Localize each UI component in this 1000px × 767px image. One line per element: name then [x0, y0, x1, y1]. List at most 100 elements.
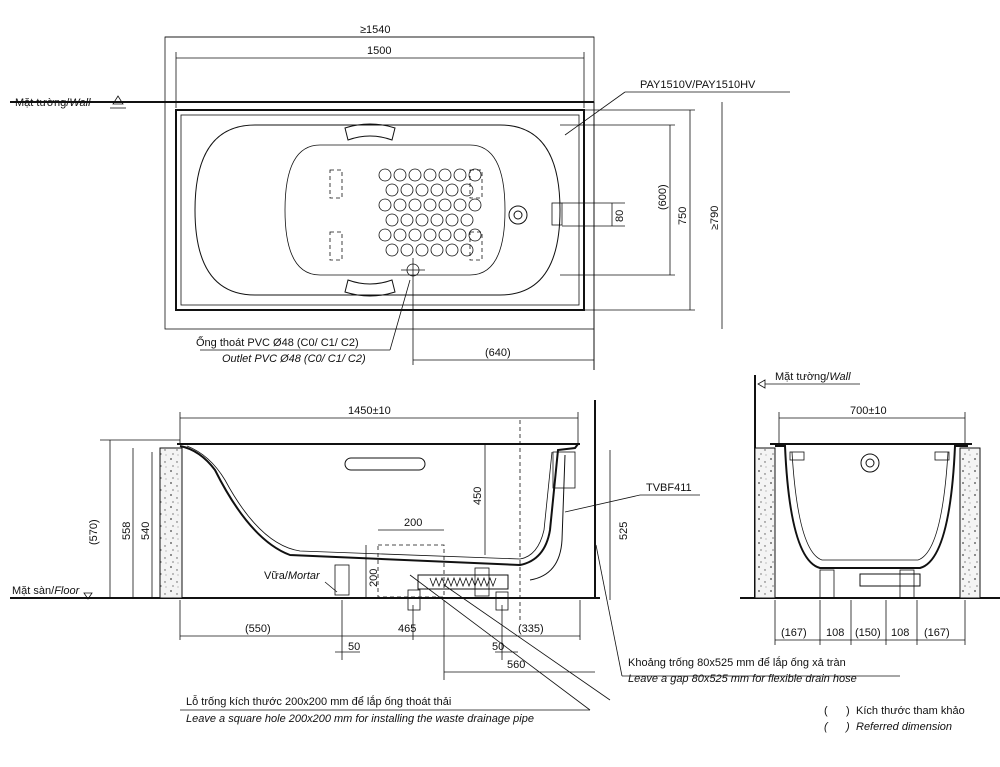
- anti-slip-dot: [445, 183, 459, 197]
- anti-slip-dot: [453, 168, 467, 182]
- dim-200-left: 200: [368, 569, 380, 587]
- wall-label-top: Mặt tường/Wall: [15, 97, 91, 109]
- overflow-icon-end: [860, 453, 880, 473]
- anti-slip-dot: [385, 183, 399, 197]
- mortar-label: Vữa/Mortar: [264, 570, 321, 582]
- dim-167-left: (167): [781, 627, 807, 639]
- anti-slip-dot: [460, 243, 474, 257]
- anti-slip-dot: [408, 168, 422, 182]
- grip-top: [344, 123, 396, 141]
- anti-slip-dot: [423, 198, 437, 212]
- model-label: PAY1510V/PAY1510HV: [640, 79, 756, 91]
- dim-167-right: (167): [924, 627, 950, 639]
- anti-slip-dot: [468, 198, 482, 212]
- anti-slip-dot: [423, 228, 437, 242]
- dim-558: 558: [121, 522, 133, 540]
- anti-slip-dot: [468, 228, 482, 242]
- anti-slip-dot: [445, 213, 459, 227]
- plan-view: ≥1540 1500 PAY1510V/PAY1510HV (600) 750 …: [10, 24, 790, 370]
- dim-108-right: 108: [891, 627, 909, 639]
- anti-slip-dot: [438, 168, 452, 182]
- anti-slip-dot: [430, 183, 444, 197]
- anti-slip-dot: [453, 198, 467, 212]
- anti-slip-dot: [408, 198, 422, 212]
- tvbf-label: TVBF411: [646, 482, 692, 494]
- tub-body-end: [775, 445, 968, 569]
- dim-108-left: 108: [826, 627, 844, 639]
- ref-paren-close-2: ): [844, 721, 850, 733]
- dim-80: 80: [614, 210, 626, 222]
- dim-335: (335): [518, 623, 544, 635]
- dim-465: 465: [398, 623, 416, 635]
- support-block-left: [159, 447, 183, 599]
- ref-paren-open-1: (: [824, 705, 828, 717]
- ref-paren-close-1: ): [846, 705, 850, 717]
- gap-note-en: Leave a gap 80x525 mm for flexible drain…: [628, 673, 857, 685]
- anti-slip-dot: [393, 228, 407, 242]
- anti-slip-dot: [393, 168, 407, 182]
- dim-560: 560: [507, 659, 525, 671]
- anti-slip-dot: [400, 213, 414, 227]
- ref-note-en: Referred dimension: [856, 721, 952, 733]
- grip-bottom: [344, 279, 396, 297]
- dim-1540: ≥1540: [360, 24, 391, 36]
- grip-slot: [344, 457, 426, 471]
- anti-slip-dot: [453, 228, 467, 242]
- dim-150: (150): [855, 627, 881, 639]
- dim-790: ≥790: [709, 206, 721, 230]
- support-block-end-left: [754, 447, 776, 599]
- dim-540: 540: [140, 522, 152, 540]
- anti-slip-dot: [385, 213, 399, 227]
- anti-slip-dot: [415, 243, 429, 257]
- anti-slip-dot: [393, 198, 407, 212]
- anti-slip-dot: [468, 168, 482, 182]
- anti-slip-dot: [378, 228, 392, 242]
- outer-frame: [164, 36, 595, 330]
- floor-label: Mặt sàn/Floor: [12, 585, 81, 597]
- anti-slip-dot: [408, 228, 422, 242]
- dim-50-left: 50: [348, 641, 360, 653]
- anti-slip-dot: [438, 228, 452, 242]
- anti-slip-dot: [400, 243, 414, 257]
- ref-note-vn: Kích thước tham khảo: [856, 705, 965, 717]
- drain-hose: [417, 574, 509, 590]
- side-elevation: Mặt sàn/Floor 1450±10 450: [10, 400, 900, 711]
- gap-note-vn: Khoảng trống 80x525 mm để lắp ống xả trà…: [628, 656, 846, 669]
- dim-525: 525: [618, 522, 630, 540]
- dim-750: 750: [677, 207, 689, 225]
- notes: Khoảng trống 80x525 mm để lắp ống xả trà…: [186, 656, 965, 733]
- support-block-end-right: [959, 447, 981, 599]
- anti-slip-dot: [415, 183, 429, 197]
- dim-200-top: 200: [404, 517, 422, 529]
- anti-slip-dot: [438, 198, 452, 212]
- anti-slip-dot: [423, 168, 437, 182]
- anti-slip-dot: [415, 213, 429, 227]
- dim-570: (570): [88, 519, 100, 545]
- anti-slip-dot: [378, 168, 392, 182]
- outlet-label-vn: Ống thoát PVC Ø48 (C0/ C1/ C2): [196, 335, 359, 349]
- anti-slip-dot: [460, 213, 474, 227]
- anti-slip-dot: [445, 243, 459, 257]
- hole-note-en: Leave a square hole 200x200 mm for insta…: [186, 713, 534, 725]
- ref-paren-open-2: (: [824, 721, 829, 733]
- hole-note-vn: Lỗ trống kích thước 200x200 mm để lắp ốn…: [186, 695, 451, 708]
- tub-outline: [175, 109, 585, 311]
- overflow-icon: [508, 205, 528, 225]
- dim-1500: 1500: [367, 45, 391, 57]
- anti-slip-dot: [430, 243, 444, 257]
- dim-700: 700±10: [850, 405, 887, 417]
- tub-body-side: [179, 443, 579, 567]
- anti-slip-dot: [460, 183, 474, 197]
- wall-label-side: Mặt tường/Wall: [775, 371, 851, 383]
- end-elevation: Mặt tường/Wall 700±10 (167) 108 (150) 10…: [740, 371, 1000, 645]
- dim-640: (640): [485, 347, 511, 359]
- anti-slip-dot: [400, 183, 414, 197]
- dim-600: (600): [657, 184, 669, 210]
- dim-550: (550): [245, 623, 271, 635]
- anti-slip-dot: [385, 243, 399, 257]
- anti-slip-dot: [378, 198, 392, 212]
- dim-50-right: 50: [492, 641, 504, 653]
- anti-slip-dot: [430, 213, 444, 227]
- dim-450: 450: [472, 487, 484, 505]
